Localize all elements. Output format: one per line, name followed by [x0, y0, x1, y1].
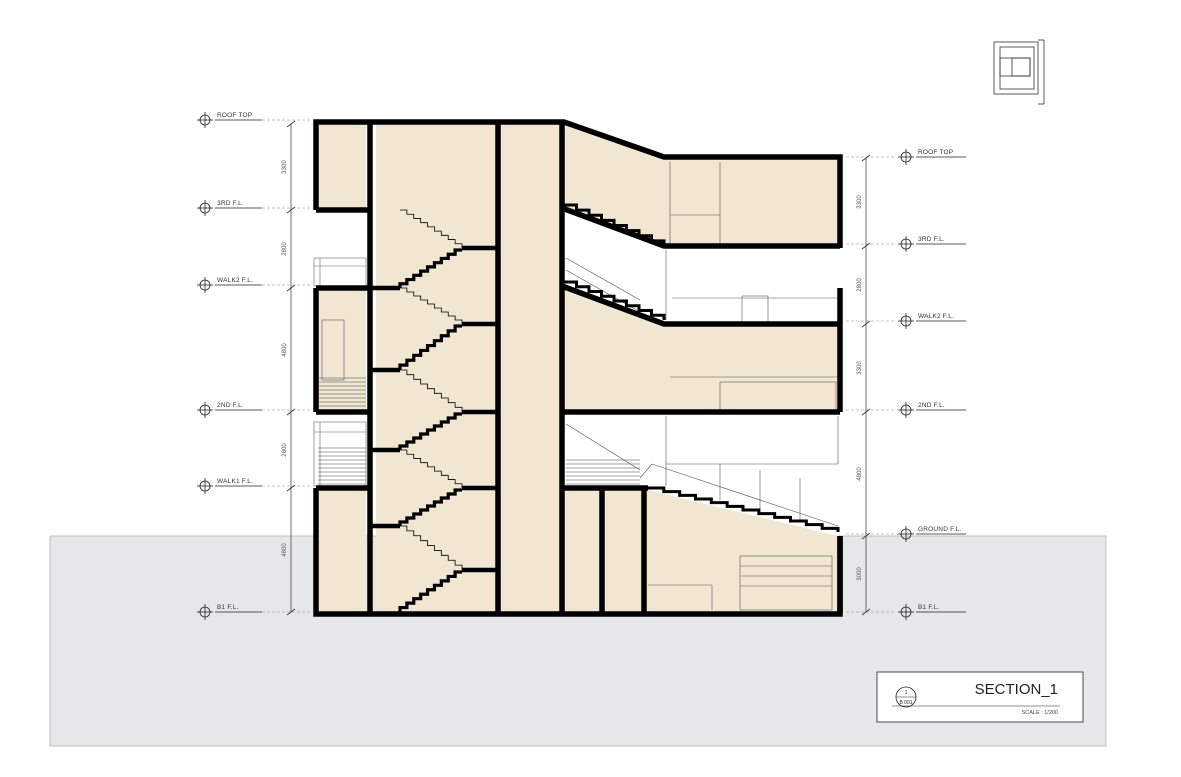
section-scale: SCALE : 1/200 — [1022, 710, 1058, 716]
level-label: B1 F.L. — [918, 604, 940, 611]
stair-flight — [400, 525, 463, 570]
stair-flight — [398, 412, 462, 450]
dimension-value: 2800 — [282, 443, 288, 457]
dimension-value: 4800 — [857, 467, 863, 481]
dimension-strings: 3300 2800 4800 2800 4800 3300 2800 3300 4800 3000 — [282, 120, 871, 616]
stair-flight — [648, 486, 840, 532]
dimension-tick — [286, 408, 296, 416]
stair-flight — [400, 369, 463, 412]
section-title: SECTION_1 — [975, 681, 1058, 698]
stair-flight — [398, 570, 462, 612]
dimension-tick — [861, 242, 871, 250]
walls-and-slabs — [313, 119, 843, 617]
level-label: 2ND F.L. — [217, 402, 244, 409]
dimension-tick — [861, 408, 871, 416]
stair-landings — [370, 245, 498, 573]
title-bubble-sheet: B 001 — [899, 700, 912, 706]
dimension-tick — [286, 120, 296, 128]
level-label: 3RD F.L. — [217, 200, 244, 207]
stair-flight — [400, 287, 463, 324]
dimension-value: 4800 — [282, 343, 288, 357]
level-markers-left: ROOF TOP 3RD F.L. WALK2 F.L. 2ND F.L. WALK1 … — [197, 112, 312, 620]
level-label: B1 F.L. — [217, 604, 239, 611]
stair-flight — [398, 324, 462, 370]
dimension-tick — [286, 284, 296, 292]
level-label: GROUND F.L. — [918, 526, 961, 533]
dimension-tick — [861, 154, 871, 162]
dimension-value: 3300 — [857, 195, 863, 209]
level-label: WALK2 F.L. — [918, 313, 954, 320]
level-label: WALK1 F.L. — [217, 478, 253, 485]
level-label: ROOF TOP — [918, 149, 953, 156]
stair-flight — [564, 280, 666, 320]
stair-flight — [400, 449, 463, 488]
dimension-tick — [861, 320, 871, 328]
interior-spaces — [318, 124, 838, 612]
dimension-tick — [861, 608, 871, 616]
dimension-value: 3000 — [857, 567, 863, 581]
level-markers-right: ROOF TOP 3RD F.L. WALK2 F.L. 2ND F.L. GROUND… — [846, 149, 966, 620]
stair-flight — [398, 488, 462, 526]
level-label: 2ND F.L. — [918, 402, 945, 409]
dimension-value: 4800 — [282, 543, 288, 557]
dimension-tick — [286, 484, 296, 492]
dimension-value: 3300 — [282, 160, 288, 174]
stair-flight — [400, 209, 463, 248]
level-label: ROOF TOP — [217, 112, 252, 119]
stair-flight — [398, 248, 462, 288]
key-plan — [993, 39, 1045, 105]
level-label: WALK2 F.L. — [217, 277, 253, 284]
dimension-value: 3300 — [857, 361, 863, 375]
dimension-value: 2800 — [857, 278, 863, 292]
dimension-value: 2800 — [282, 242, 288, 256]
title-bubble-number: 1 — [905, 690, 908, 696]
dimension-tick — [286, 608, 296, 616]
title-block: 1 B 001 SECTION_1 SCALE : 1/200 — [876, 671, 1084, 723]
dimension-tick — [286, 206, 296, 214]
dimension-tick — [861, 532, 871, 540]
stair-hatches — [318, 377, 640, 485]
level-label: 3RD F.L. — [918, 236, 945, 243]
